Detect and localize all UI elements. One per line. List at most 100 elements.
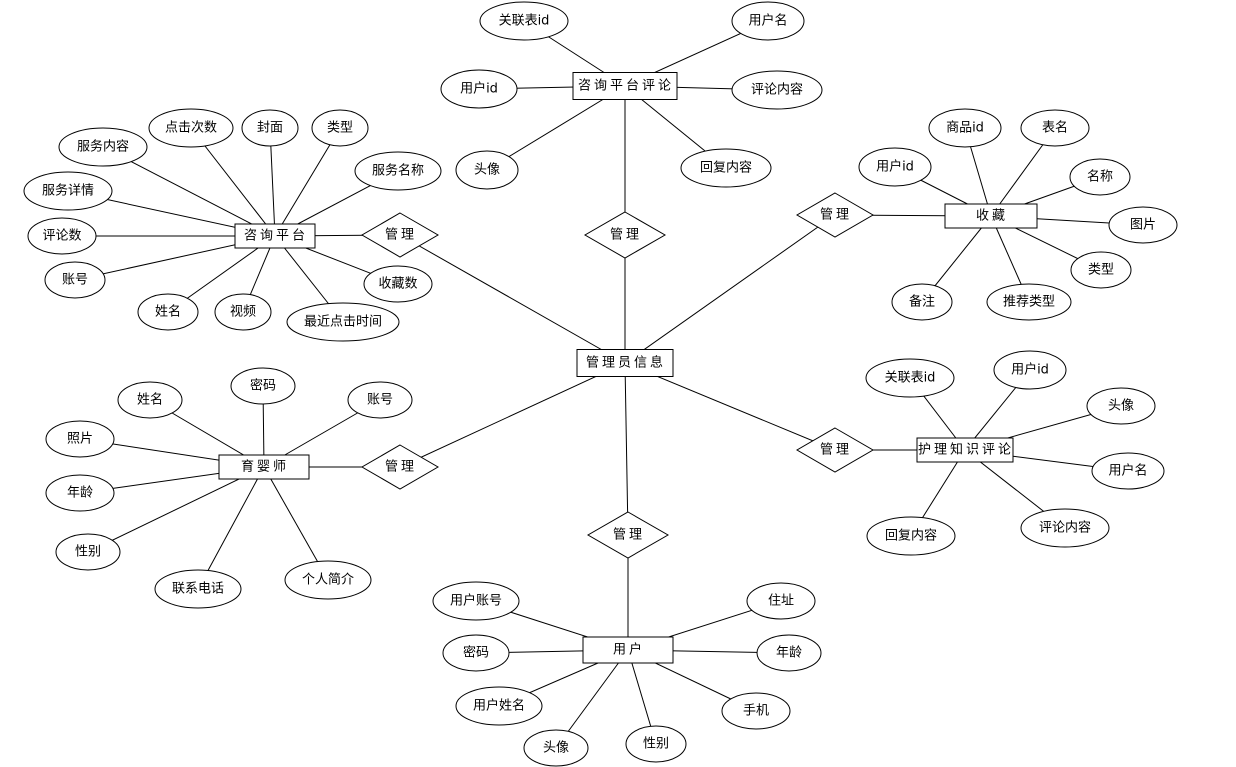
attribute-label: 用户账号 — [450, 593, 502, 609]
attribute-node: 表名 — [1020, 109, 1090, 147]
entity-rect — [218, 454, 310, 480]
attribute-label: 推荐类型 — [1003, 295, 1055, 310]
attribute-node: 性别 — [55, 533, 121, 571]
attribute-ellipse — [55, 533, 121, 571]
entity-nursing-comment: 护理知识评论 — [916, 437, 1014, 463]
attribute-label: 密码 — [463, 645, 489, 661]
attribute-node: 账号 — [44, 261, 106, 299]
attribute-label: 手机 — [743, 704, 769, 719]
attribute-node: 用户id — [440, 69, 518, 109]
attribute-ellipse — [45, 474, 115, 512]
attribute-label: 评论内容 — [751, 82, 803, 98]
attribute-label: 年龄 — [776, 646, 802, 661]
attribute-node: 名称 — [1069, 158, 1131, 196]
attribute-ellipse — [865, 358, 955, 398]
attribute-node: 最近点击时间 — [286, 302, 400, 342]
attribute-label: 点击次数 — [165, 120, 217, 136]
relationship-label: 管理 — [820, 208, 852, 223]
attribute-ellipse — [154, 569, 242, 609]
attribute-node: 住址 — [746, 582, 816, 620]
attribute-node: 密码 — [230, 367, 296, 405]
attribute-node: 评论内容 — [731, 70, 823, 110]
attribute-node: 个人简介 — [284, 560, 372, 600]
attribute-ellipse — [58, 127, 148, 167]
attribute-node: 用户id — [858, 147, 932, 187]
attribute-ellipse — [523, 729, 589, 767]
attribute-node: 评论数 — [27, 217, 97, 255]
attribute-ellipse — [928, 108, 1002, 148]
attribute-node: 手机 — [721, 692, 791, 730]
entity-consult-platform: 咨询平台 — [234, 223, 316, 249]
attribute-ellipse — [284, 560, 372, 600]
attribute-node: 照片 — [45, 420, 115, 458]
entity-rect — [234, 223, 316, 249]
relationship-edge — [399, 234, 626, 364]
attribute-node: 用户姓名 — [455, 686, 543, 726]
attribute-ellipse — [347, 381, 413, 419]
attribute-label: 头像 — [1108, 399, 1134, 414]
attribute-node: 类型 — [311, 109, 369, 147]
entity-rect — [576, 349, 674, 377]
attribute-node: 账号 — [347, 381, 413, 419]
attribute-label: 收藏数 — [378, 277, 417, 292]
attribute-edge — [274, 127, 341, 237]
attribute-node: 商品id — [928, 108, 1002, 148]
attribute-label: 用户id — [460, 81, 498, 97]
attribute-label: 头像 — [474, 163, 500, 178]
attribute-ellipse — [440, 69, 518, 109]
attribute-ellipse — [148, 108, 234, 148]
attribute-ellipse — [731, 70, 823, 110]
attribute-node: 视频 — [214, 293, 272, 331]
attribute-ellipse — [455, 686, 543, 726]
attribute-ellipse — [721, 692, 791, 730]
attribute-label: 个人简介 — [302, 572, 354, 588]
attribute-ellipse — [1070, 251, 1132, 289]
attribute-node: 图片 — [1108, 206, 1178, 244]
relationship-edge — [624, 214, 836, 364]
attribute-label: 用户id — [1011, 362, 1049, 378]
attribute-label: 用户姓名 — [473, 698, 525, 714]
entity-label: 护理知识评论 — [918, 442, 1014, 458]
attribute-ellipse — [45, 420, 115, 458]
attribute-label: 用户id — [876, 159, 914, 175]
attribute-node: 点击次数 — [148, 108, 234, 148]
relationship-diamond — [361, 212, 439, 258]
attribute-label: 图片 — [1130, 218, 1156, 233]
attribute-label: 年龄 — [67, 486, 93, 501]
attribute-ellipse — [1086, 387, 1156, 425]
attribute-ellipse — [746, 582, 816, 620]
attribute-ellipse — [858, 147, 932, 187]
relationship-diamond — [583, 211, 667, 259]
relationship-manage-babysitter: 管理 — [361, 444, 439, 490]
relationship-manage-consult-comment: 管理 — [583, 211, 667, 259]
attribute-ellipse — [680, 148, 772, 188]
attribute-ellipse — [993, 350, 1067, 390]
attribute-label: 头像 — [543, 741, 569, 756]
attribute-node: 姓名 — [137, 293, 199, 331]
attribute-ellipse — [442, 634, 510, 672]
attribute-ellipse — [866, 516, 956, 556]
attribute-label: 名称 — [1087, 169, 1113, 185]
attribute-ellipse — [241, 109, 299, 147]
attribute-label: 姓名 — [137, 392, 163, 408]
attribute-node: 推荐类型 — [986, 283, 1072, 321]
attribute-ellipse — [432, 581, 520, 621]
relationship-diamond — [361, 444, 439, 490]
attribute-edge — [197, 466, 265, 590]
attribute-label: 账号 — [367, 393, 393, 408]
entity-user: 用户 — [582, 636, 674, 664]
attribute-node: 头像 — [455, 150, 519, 190]
entity-rect — [916, 437, 1014, 463]
attribute-node: 年龄 — [45, 474, 115, 512]
attribute-node: 服务详情 — [23, 171, 113, 211]
attribute-ellipse — [731, 1, 805, 41]
entity-label: 用户 — [613, 642, 645, 658]
attribute-label: 最近点击时间 — [304, 315, 382, 330]
attribute-ellipse — [756, 634, 822, 672]
attribute-ellipse — [986, 283, 1072, 321]
attribute-node: 关联表id — [479, 1, 569, 41]
attribute-node: 用户账号 — [432, 581, 520, 621]
attribute-node: 备注 — [891, 283, 953, 321]
attribute-ellipse — [27, 217, 97, 255]
